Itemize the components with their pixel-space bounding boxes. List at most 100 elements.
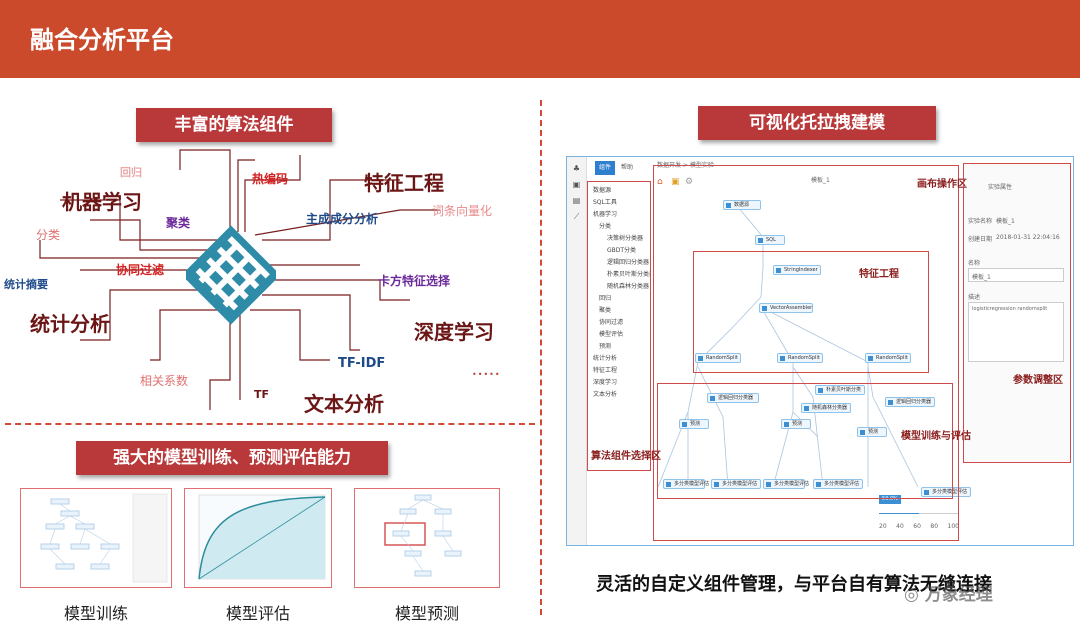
tab-help[interactable]: 帮助 (620, 164, 633, 171)
word-statistics: 统计分析 (30, 312, 110, 336)
desc-field-label: 描述 (968, 294, 981, 301)
axis-tick: 20 (879, 523, 887, 530)
word-classification: 分类 (36, 228, 61, 242)
watermark: ◎ 万象经理 (904, 580, 993, 605)
word-pca: 主成成分分析 (306, 212, 379, 226)
word-word2vec: 词条向量化 (432, 204, 493, 218)
model-banner: 强大的模型训练、预测评估能力 (76, 441, 388, 475)
name-field[interactable]: 模板_1 (968, 268, 1064, 282)
word-correlation: 相关系数 (140, 374, 189, 388)
thumb-evaluation (184, 488, 332, 588)
algo-region-label: 算法组件选择区 (591, 451, 661, 462)
progress-track (879, 513, 959, 514)
flow-node[interactable]: VectorAssembler (759, 303, 813, 313)
progress-fill (879, 513, 919, 514)
train-region-label: 模型训练与评估 (901, 431, 971, 442)
tree-item[interactable]: 分类 (599, 223, 612, 230)
flow-node[interactable]: 预测 (781, 419, 811, 429)
modeling-app-window: ♣ ▣ ▤ ⟋ 组件 帮助 数据源 SQL工具 机器学习 分类 决策树分类器 G… (566, 156, 1074, 546)
flow-node[interactable]: 预测 (857, 427, 887, 437)
flow-node[interactable]: 数据源 (723, 200, 761, 210)
word-ml: 机器学习 (62, 190, 142, 214)
exp-name-label: 实验名称 (968, 218, 993, 225)
thumb-prediction (354, 488, 500, 588)
ellipsis-icon: ••••• (472, 370, 501, 379)
flow-node[interactable]: RandomSplit (865, 353, 911, 363)
word-tfidf: TF-IDF (338, 356, 386, 371)
flow-node[interactable]: 逻辑回归分类器 (885, 397, 935, 407)
name-field-label: 名称 (968, 260, 981, 267)
graph-icon[interactable]: ⟋ (573, 212, 580, 221)
tree-item[interactable]: 特征工程 (593, 367, 618, 374)
axis-tick: 40 (896, 523, 904, 530)
word-deep-learning: 深度学习 (414, 320, 494, 344)
flow-node[interactable]: RandomSplit (777, 353, 823, 363)
tab-components[interactable]: 组件 (595, 161, 615, 175)
feature-region-label: 特征工程 (859, 269, 899, 280)
table-icon[interactable]: ▤ (572, 196, 581, 205)
word-text-analysis: 文本分析 (304, 392, 384, 416)
canvas-region-label: 画布操作区 (917, 179, 967, 190)
flow-node[interactable]: 多分类模型评估 (921, 487, 971, 497)
caption-evaluation: 模型评估 (225, 604, 290, 623)
caption-training: 模型训练 (63, 604, 128, 623)
tree-item[interactable]: 朴素贝叶斯分类器 (607, 271, 651, 278)
horizontal-divider (5, 423, 535, 425)
algo-banner: 丰富的算法组件 (136, 108, 332, 142)
chart-icon[interactable]: ▣ (572, 180, 581, 189)
axis-tick: 80 (930, 523, 939, 530)
param-region-box (963, 163, 1071, 463)
word-summary: 统计摘要 (4, 278, 48, 291)
word-feature-eng: 特征工程 (364, 171, 444, 195)
settings-icon[interactable]: ⚙ (685, 177, 694, 187)
save-icon[interactable]: ▣ (671, 177, 680, 187)
flow-node[interactable]: 朴素贝叶斯分类 (815, 385, 865, 395)
tree-item[interactable]: 统计分析 (593, 355, 618, 362)
tree-item[interactable]: 模型评估 (599, 331, 624, 338)
tree-item[interactable]: 逻辑回归分类器 (607, 259, 650, 266)
home-icon[interactable]: ⌂ (657, 177, 663, 187)
algo-region-box (587, 181, 651, 471)
train-region-box (657, 383, 953, 499)
flow-node[interactable]: 随机森林分类器 (801, 403, 851, 413)
tree-item[interactable]: 协同过滤 (599, 319, 624, 326)
caption-prediction: 模型预测 (394, 604, 459, 623)
tree-item[interactable]: 随机森林分类器 (607, 283, 650, 290)
axis-ticks: 20 40 60 80 100 (879, 523, 959, 530)
word-chi-square: 卡方特征选择 (378, 274, 451, 288)
roc-curve-icon (198, 494, 326, 580)
flow-node[interactable]: 逻辑回归分类器 (707, 393, 759, 403)
flow-node[interactable]: RandomSplit (695, 353, 741, 363)
word-onehot: 热编码 (252, 172, 289, 186)
drag-drop-banner: 可视化托拉拽建模 (698, 106, 936, 140)
flow-node[interactable]: 预测 (679, 419, 709, 429)
tree-item[interactable]: 文本分析 (593, 391, 618, 398)
tree-item[interactable]: 数据源 (593, 187, 612, 194)
tree-item[interactable]: 回归 (599, 295, 612, 302)
tree-item[interactable]: GBDT分类 (607, 247, 637, 254)
created-label: 创建日期 (968, 236, 993, 243)
flow-node[interactable]: StringIndexer (773, 265, 821, 275)
watermark-text: 万象经理 (924, 585, 993, 605)
tree-item[interactable]: 决策树分类器 (607, 235, 644, 242)
flow-node[interactable]: 多分类模型评估 (763, 479, 809, 489)
desc-field[interactable]: logisticregression randomsplit (968, 302, 1064, 362)
word-tf: TF (254, 388, 270, 401)
canvas-region-box (653, 165, 959, 541)
tree-item[interactable]: SQL工具 (593, 199, 617, 206)
flow-node[interactable]: 多分类模型评估 (663, 479, 709, 489)
flow-node[interactable]: 多分类模型评估 (711, 479, 761, 489)
exp-name-value: 模板_1 (996, 218, 1015, 225)
tree-item[interactable]: 机器学习 (593, 211, 618, 218)
word-collab-filter: 协同过滤 (116, 263, 165, 277)
tree-item[interactable]: 预测 (599, 343, 612, 350)
flow-node[interactable]: SQL (755, 235, 785, 245)
axis-tick: 60 (913, 523, 921, 530)
flow-node[interactable]: 多分类模型评估 (813, 479, 863, 489)
prediction-flow-icon (384, 494, 462, 577)
vertical-divider (540, 100, 542, 615)
people-icon[interactable]: ♣ (572, 164, 581, 173)
page-title: 融合分析平台 (30, 26, 174, 54)
tree-item[interactable]: 深度学习 (593, 379, 618, 386)
tree-item[interactable]: 聚类 (599, 307, 612, 314)
